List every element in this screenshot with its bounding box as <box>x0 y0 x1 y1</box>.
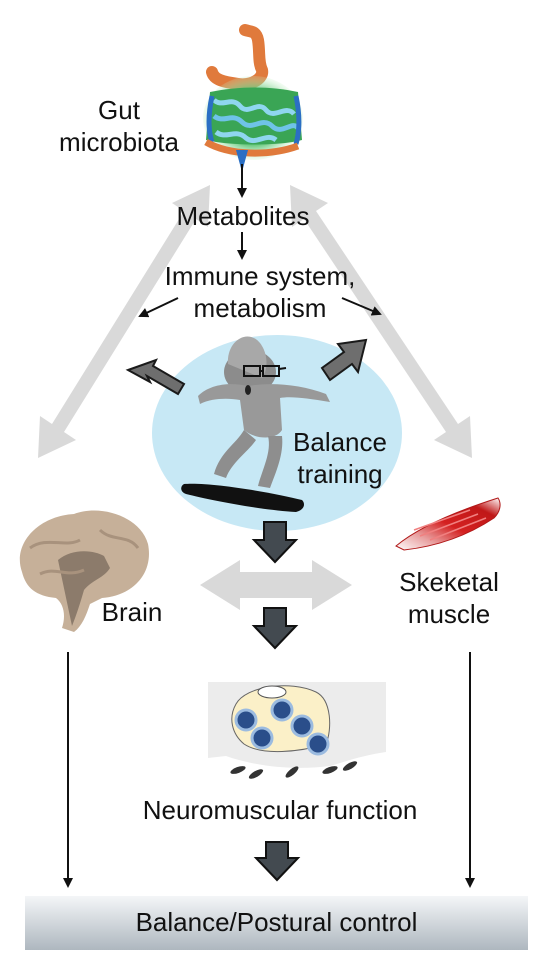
gut-brain-double-arrow <box>38 185 210 458</box>
training-down-arrow <box>251 521 299 564</box>
gut-microbiota-label: Gut microbiota <box>59 95 179 157</box>
neuromuscular-down-arrow <box>253 841 301 882</box>
to-neuromuscular-down-arrow <box>251 607 299 650</box>
balance-board <box>181 483 304 512</box>
immune-to-brain-arrow <box>138 297 179 318</box>
brain-label: Brain <box>101 597 163 627</box>
brain-muscle-double-arrow <box>200 560 352 610</box>
skeletal-muscle-icon <box>395 497 501 551</box>
gut-muscle-double-arrow <box>290 185 472 458</box>
balance-person-icon <box>198 336 330 488</box>
balance-postural-control-label: Balance/Postural control <box>135 907 418 937</box>
neuromuscular-junction-icon <box>208 682 386 779</box>
immune-to-muscle-arrow <box>341 297 382 316</box>
balance-postural-control-bar <box>25 896 528 950</box>
metabolites-label: Metabolites <box>176 201 310 231</box>
balance-training-label: Balance training <box>293 427 387 489</box>
training-to-muscle-arrow <box>320 338 368 382</box>
skeletal-muscle-label: Skeketal muscle <box>399 567 499 629</box>
immune-metabolism-label: Immune system, metabolism <box>164 261 356 323</box>
gut-microbiota-icon <box>203 24 303 172</box>
neuromuscular-function-label: Neuromuscular function <box>142 795 418 825</box>
training-to-brain-arrow <box>125 358 186 396</box>
brain-icon <box>19 510 149 632</box>
